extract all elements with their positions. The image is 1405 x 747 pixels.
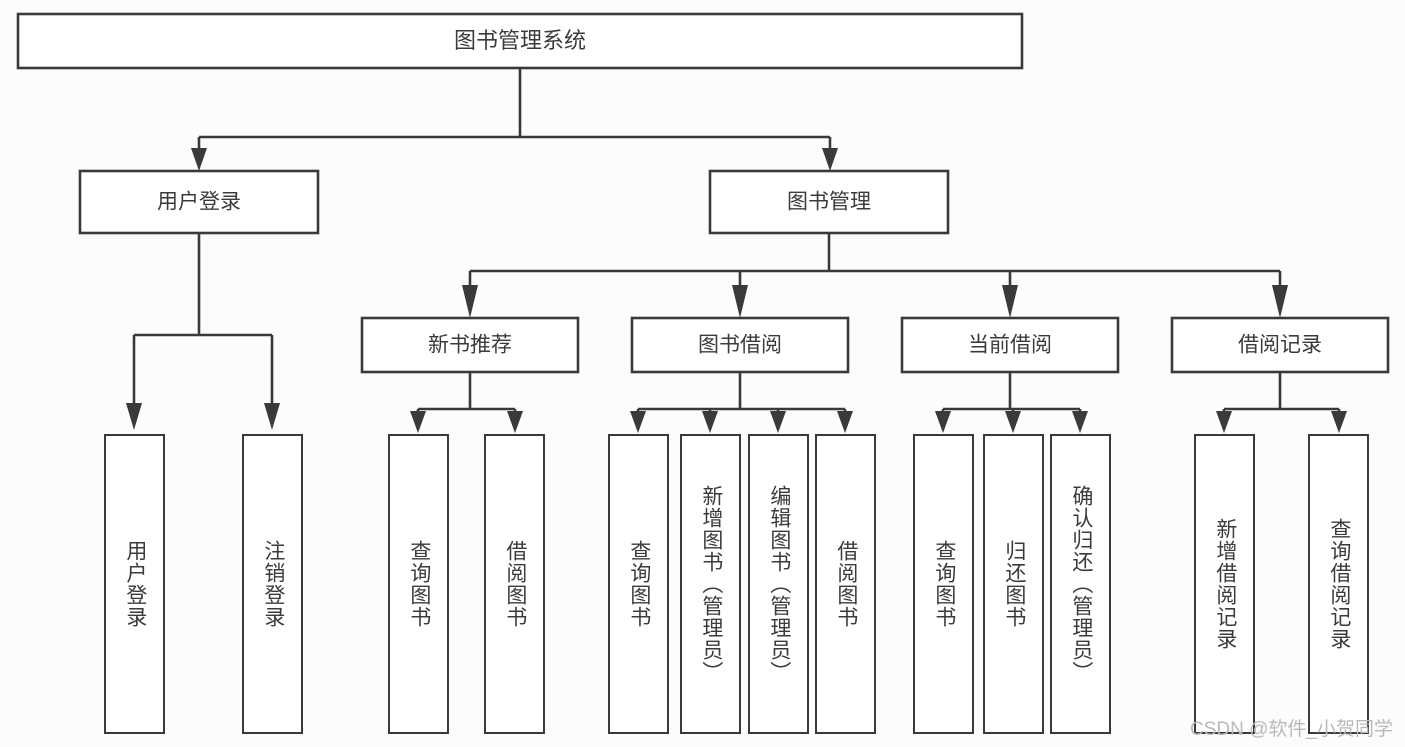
leaf-label: 确认归还（管理员） — [1069, 485, 1093, 683]
leaf-current-borrow-confirm[interactable]: 确认归还（管理员） — [1050, 434, 1111, 734]
node-user-login-label: 用户登录 — [157, 191, 241, 214]
node-root-system-label: 图书管理系统 — [454, 28, 586, 53]
leaf-user-login-login[interactable]: 用户登录 — [104, 434, 165, 734]
leaf-user-login-logout[interactable]: 注销登录 — [242, 434, 303, 734]
leaf-label: 借阅图书 — [503, 540, 527, 628]
arrowhead-to-borrow-record — [1272, 285, 1288, 318]
leaf-new-book-query[interactable]: 查询图书 — [388, 434, 449, 734]
leaf-label: 新增借阅记录 — [1213, 518, 1237, 650]
leaf-label: 借阅图书 — [834, 540, 858, 628]
leaf-label: 查询图书 — [407, 540, 431, 628]
arrowhead-currentborrow-l1 — [935, 411, 951, 433]
node-book-borrow[interactable] — [630, 316, 850, 374]
node-book-management-label: 图书管理 — [787, 191, 871, 214]
leaf-label: 归还图书 — [1002, 540, 1026, 628]
leaf-borrow-record-query[interactable]: 查询借阅记录 — [1308, 434, 1369, 734]
node-borrow-record[interactable] — [1170, 316, 1390, 374]
arrowhead-userlogin-leaf2 — [264, 403, 280, 430]
leaf-book-borrow-edit[interactable]: 编辑图书（管理员） — [748, 434, 809, 734]
leaf-current-borrow-return[interactable]: 归还图书 — [983, 434, 1044, 734]
arrowhead-borrowrecord-l2 — [1331, 411, 1347, 433]
leaf-label: 用户登录 — [123, 540, 147, 628]
leaf-label: 查询图书 — [932, 540, 956, 628]
node-new-book-recommend[interactable] — [360, 316, 580, 374]
arrowhead-to-book-borrow — [732, 285, 748, 318]
leaf-current-borrow-query[interactable]: 查询图书 — [913, 434, 974, 734]
leaf-label: 注销登录 — [261, 540, 285, 628]
leaf-book-borrow-borrow[interactable]: 借阅图书 — [815, 434, 876, 734]
leaf-book-borrow-query[interactable]: 查询图书 — [608, 434, 669, 734]
arrowhead-bookborrow-l3 — [770, 411, 786, 433]
arrowhead-to-current-borrow — [1002, 285, 1018, 318]
arrowhead-bookborrow-l4 — [837, 411, 853, 433]
leaf-label: 查询借阅记录 — [1327, 518, 1351, 650]
leaf-new-book-borrow[interactable]: 借阅图书 — [484, 434, 545, 734]
arrowhead-to-new-book — [462, 285, 478, 318]
node-new-book-recommend-label: 新书推荐 — [428, 334, 512, 357]
csdn-watermark: CSDN @软件_小贺同学 — [1190, 719, 1393, 740]
arrowhead-newbook-l1 — [410, 411, 426, 433]
node-current-borrow-label: 当前借阅 — [968, 334, 1052, 357]
leaf-label: 编辑图书（管理员） — [767, 485, 791, 683]
arrowhead-currentborrow-l2 — [1005, 411, 1021, 433]
leaf-borrow-record-add[interactable]: 新增借阅记录 — [1194, 434, 1255, 734]
node-book-borrow-label: 图书借阅 — [698, 334, 782, 357]
node-book-management[interactable] — [708, 169, 950, 235]
arrowhead-borrowrecord-l1 — [1216, 411, 1232, 433]
leaf-book-borrow-add[interactable]: 新增图书（管理员） — [680, 434, 741, 734]
arrowhead-bookborrow-l1 — [630, 411, 646, 433]
node-root-system[interactable] — [16, 12, 1024, 70]
arrowhead-currentborrow-l3 — [1072, 411, 1088, 433]
arrowhead-userlogin-leaf1 — [126, 403, 142, 430]
arrowhead-to-book-management — [822, 148, 838, 171]
arrowhead-to-user-login — [191, 148, 207, 171]
node-borrow-record-label: 借阅记录 — [1238, 334, 1322, 357]
leaf-label: 查询图书 — [627, 540, 651, 628]
leaf-label: 新增图书（管理员） — [699, 485, 723, 683]
arrowhead-newbook-l2 — [507, 411, 523, 433]
arrowhead-bookborrow-l2 — [702, 411, 718, 433]
